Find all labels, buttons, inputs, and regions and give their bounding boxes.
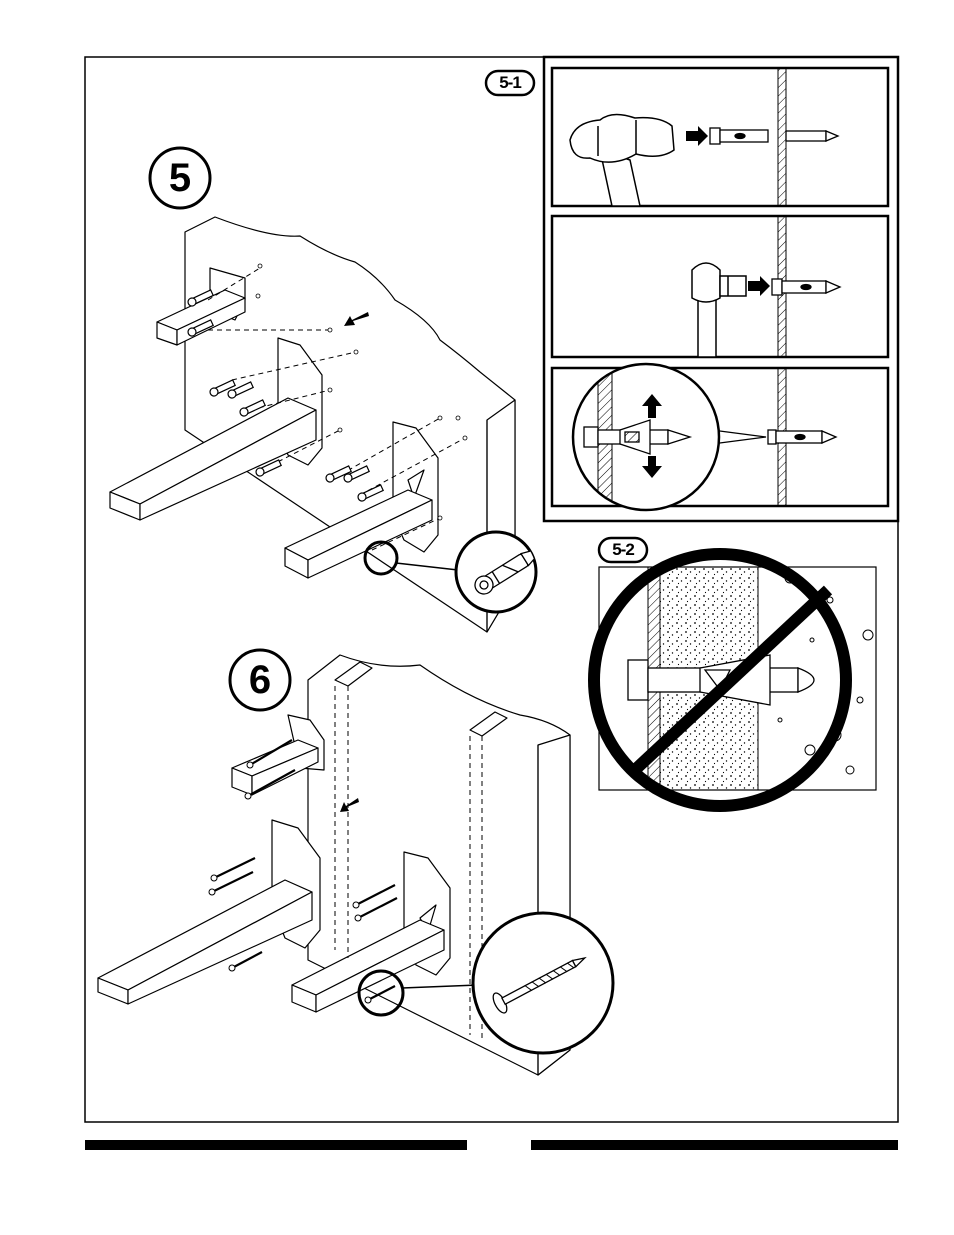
footer-bar-left xyxy=(85,1140,467,1150)
step-5-2-label: 5-2 xyxy=(600,539,646,561)
anchor-bolt-icon xyxy=(456,532,538,612)
panel-5-1-hammer xyxy=(552,68,888,206)
panel-5-1-wrench xyxy=(552,216,888,357)
panel-5-2 xyxy=(594,554,876,806)
step-5-label: 5 xyxy=(150,148,210,208)
panel-5-1-expansion xyxy=(552,360,888,520)
footer-bar-right xyxy=(531,1140,898,1150)
step-5-1-label: 5-1 xyxy=(487,72,533,94)
step-6-label: 6 xyxy=(230,650,290,710)
wood-screw-icon xyxy=(473,913,613,1053)
